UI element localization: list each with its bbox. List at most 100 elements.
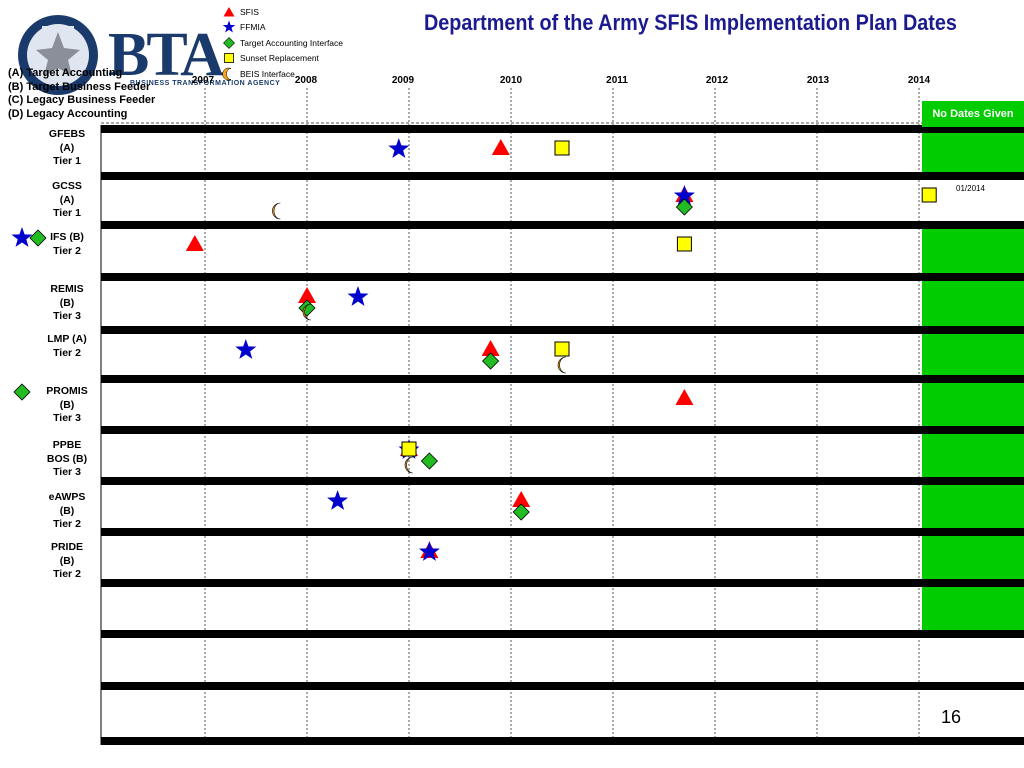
legend-label: Sunset Replacement	[240, 53, 319, 64]
row-label-line: Tier 2	[53, 346, 81, 359]
row-label-line: Tier 3	[53, 310, 81, 322]
ffmia-star-marker	[235, 339, 257, 359]
row-label-eawps: eAWPS (B) Tier 2	[17, 491, 117, 532]
row-label-line: REMIS	[50, 283, 84, 295]
sfis-triangle-marker	[512, 491, 531, 507]
row-label-ppbe: PPBE BOS (B) Tier 3	[17, 439, 117, 480]
row-label-line: PPBE	[52, 439, 82, 451]
target-accounting-diamond-marker	[482, 352, 500, 370]
sunset-square-marker	[676, 236, 692, 252]
row-label-line: Tier 3	[53, 466, 81, 478]
year-tick-label: 2011	[606, 75, 628, 86]
legend-label: FFMIA	[240, 22, 266, 33]
key-item: (A) Target Accounting	[8, 67, 123, 79]
sfis-triangle-marker	[675, 389, 694, 405]
sunset-square-marker	[554, 341, 570, 357]
sfis-triangle-marker	[481, 340, 500, 356]
sunset-square-marker	[554, 140, 570, 156]
bta-logo: BTA BUSINESS TRANSFORMATION AGENCY	[12, 14, 280, 96]
ffmia-star-marker	[388, 138, 410, 158]
page-title: Department of the Army SFIS Implementati…	[424, 10, 957, 35]
bta-seal-icon	[18, 15, 98, 95]
diamond-icon	[223, 36, 235, 49]
row-label-line: PROMIS	[46, 385, 88, 397]
year-tick-label: 2009	[391, 75, 415, 86]
ffmia-star-marker	[11, 227, 33, 247]
row-label-line: eAWPS	[48, 491, 86, 503]
legend-item-beis: BEIS Interface	[222, 66, 343, 82]
no-dates-block	[922, 133, 1024, 172]
row-label-line: (A)	[59, 141, 75, 154]
row-label-line: BOS (B)	[46, 452, 88, 465]
row-label-line: (B)	[59, 296, 75, 309]
row-separator-bar	[101, 426, 1024, 434]
beis-crescent-marker	[272, 202, 281, 220]
row-label-line: Tier 2	[53, 518, 81, 530]
target-accounting-diamond-marker	[420, 452, 438, 470]
row-label-line: Tier 1	[53, 207, 81, 219]
beis-crescent-marker	[557, 356, 567, 374]
row-separator-bar	[101, 125, 1024, 133]
year-tick-label: 2010	[499, 75, 523, 86]
row-label-lmp: LMP (A) Tier 2	[17, 333, 117, 360]
logo-subtitle: BUSINESS TRANSFORMATION AGENCY	[130, 80, 281, 87]
logo-text: BTA	[108, 21, 225, 89]
row-separator-bar	[101, 221, 1024, 229]
row-separator-bar	[101, 375, 1024, 383]
row-separator-bar	[101, 579, 1024, 587]
square-icon	[224, 53, 234, 64]
crescent-icon	[222, 67, 232, 80]
legend-item-target-accounting: Target Accounting Interface	[222, 35, 343, 51]
row-label-remis: REMIS (B) Tier 3	[17, 283, 117, 324]
row-label-line: LMP (A)	[47, 333, 87, 345]
no-dates-block	[922, 587, 1024, 630]
row-label-line: IFS (B)	[50, 231, 84, 243]
sfis-triangle-marker	[298, 287, 316, 303]
year-tick-label: 2008	[294, 75, 318, 86]
legend-label: Target Accounting Interface	[240, 37, 344, 48]
ffmia-star-marker	[418, 541, 440, 561]
sfis-triangle-marker	[185, 235, 204, 251]
key-item: (C) Legacy Business Feeder	[8, 94, 156, 107]
row-separator-bar	[101, 630, 1024, 638]
row-separator-bar	[101, 682, 1024, 690]
row-label-gcss: GCSS (A) Tier 1	[17, 180, 117, 221]
no-dates-block	[922, 485, 1024, 528]
star-icon	[222, 20, 236, 33]
sunset-square-marker	[921, 187, 937, 203]
target-accounting-diamond-marker	[13, 383, 31, 401]
sfis-triangle-marker	[491, 139, 510, 155]
key-item: (D) Legacy Accounting	[8, 108, 128, 121]
row-label-promis: PROMIS (B) Tier 3	[17, 385, 117, 426]
system-type-key: (A) Target Accounting (B) Target Busines…	[8, 67, 155, 122]
legend-item-sunset: Sunset Replacement	[222, 51, 343, 67]
row-separator-bar	[101, 528, 1024, 536]
ffmia-star-marker	[673, 185, 695, 205]
row-label-line: GFEBS	[48, 128, 86, 140]
legend-label: BEIS Interface	[240, 68, 295, 79]
row-label-line: (B)	[59, 504, 75, 517]
beis-crescent-marker	[302, 303, 312, 321]
row-separator-bar	[101, 477, 1024, 485]
row-label-line: Tier 2	[53, 568, 81, 580]
no-dates-block	[922, 229, 1024, 273]
no-dates-block	[922, 281, 1024, 326]
target-accounting-diamond-marker	[512, 503, 530, 521]
row-label-pride: PRIDE (B) Tier 2	[17, 541, 117, 582]
no-dates-given-header: No Dates Given	[922, 101, 1024, 127]
legend-label: SFIS	[240, 6, 259, 17]
row-label-line: GCSS	[52, 180, 82, 192]
target-accounting-diamond-marker	[29, 229, 47, 247]
row-label-line: (B)	[59, 554, 75, 567]
legend-item-ffmia: FFMIA	[222, 20, 343, 36]
beis-crescent-marker	[404, 456, 414, 474]
key-item: (B) Target Business Feeder	[8, 80, 151, 93]
year-tick-label: 2012	[705, 75, 729, 86]
year-tick-label: 2013	[806, 75, 830, 86]
row-label-line: PRIDE	[50, 541, 84, 553]
chart-legend: SFIS FFMIA Target Accounting Interface S…	[222, 4, 343, 82]
gcss-date-note: 01/2014	[956, 184, 985, 193]
row-separator-bar	[101, 737, 1024, 745]
row-label-line: (B)	[59, 398, 75, 411]
